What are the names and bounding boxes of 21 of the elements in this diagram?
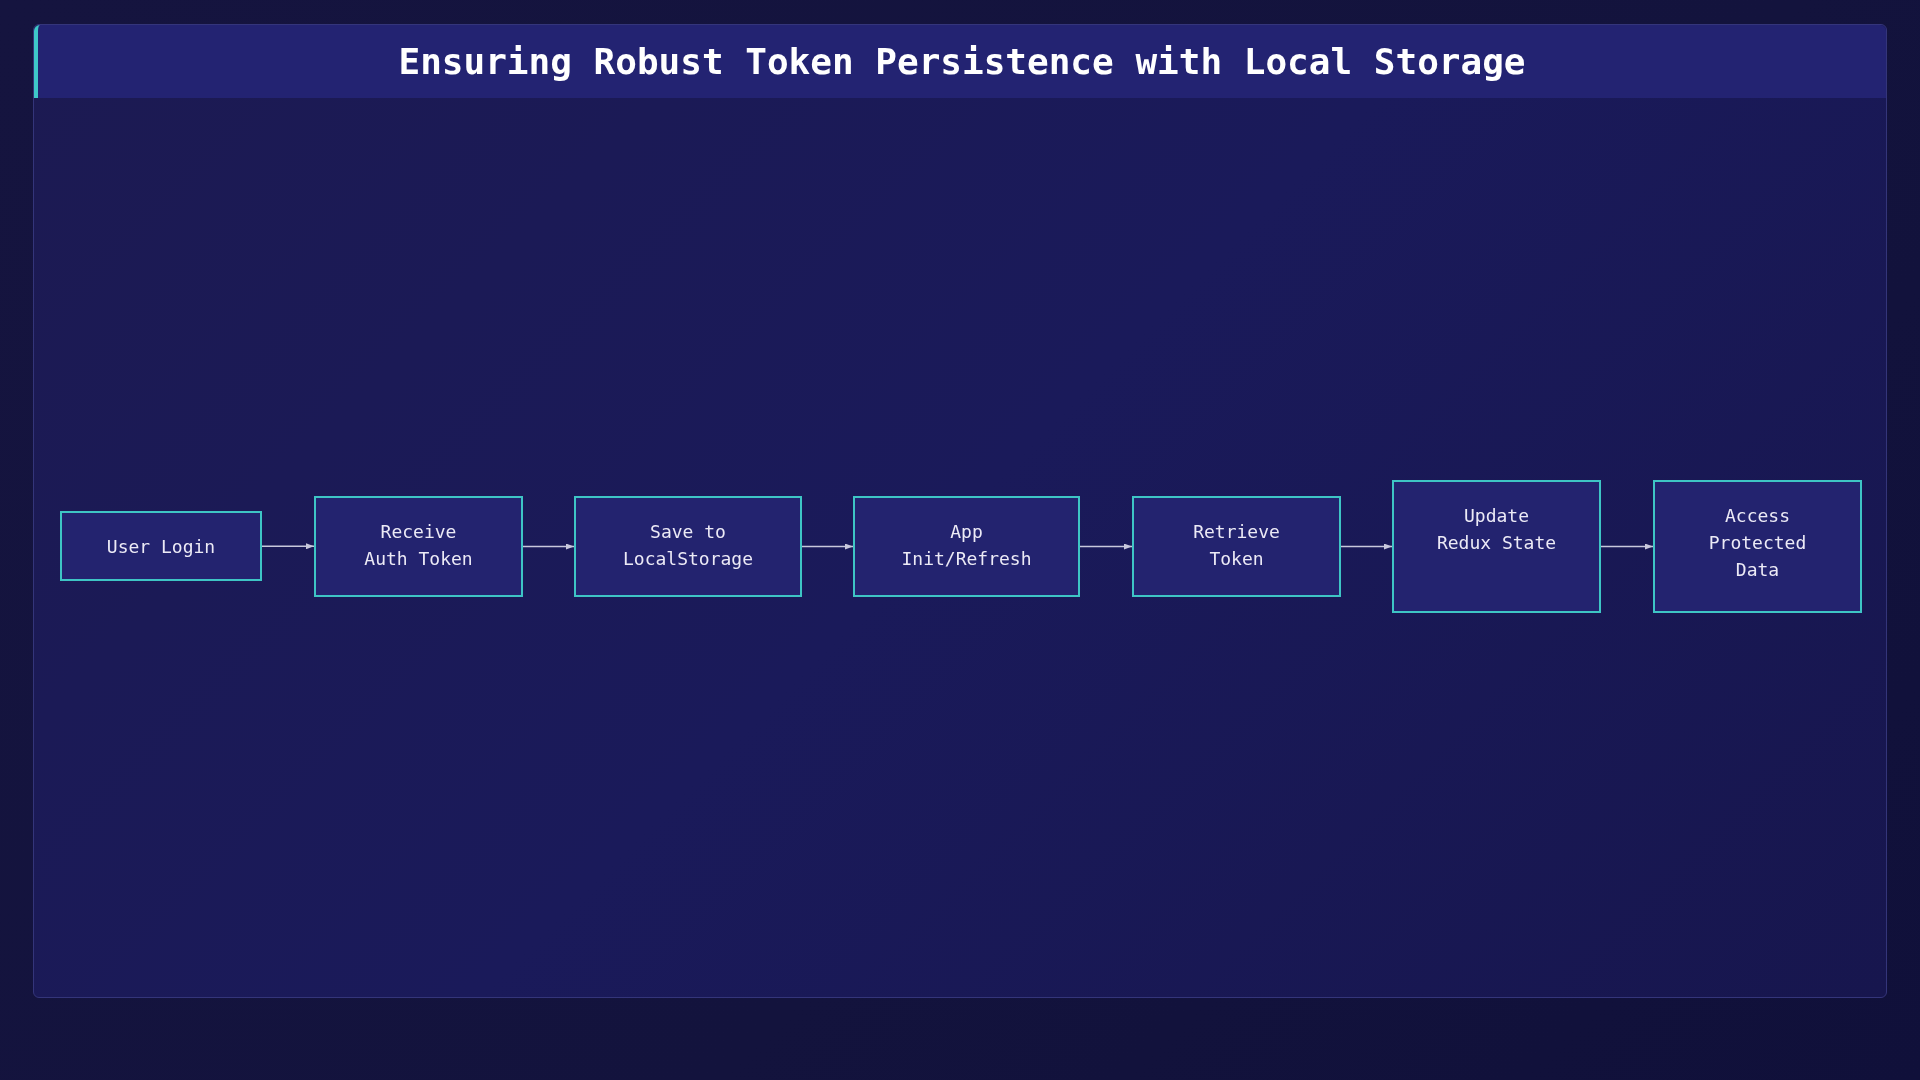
process-box <box>60 511 262 581</box>
arrow <box>801 543 854 550</box>
step-label: Save to LocalStorage <box>621 520 754 571</box>
arrow <box>1340 543 1393 550</box>
step-label: Access Protected Data <box>1707 504 1808 582</box>
process-box <box>574 496 802 597</box>
arrow <box>522 543 575 550</box>
process-box <box>1653 480 1862 613</box>
process-box <box>1132 496 1341 597</box>
step-label: Receive Auth Token <box>363 520 474 571</box>
arrow <box>1600 543 1654 550</box>
arrow <box>261 543 315 550</box>
process-box <box>853 496 1080 597</box>
step-label: User Login <box>105 535 217 559</box>
process-box <box>1392 480 1601 613</box>
arrow <box>1079 543 1133 550</box>
step-label: Update Redux State <box>1435 504 1558 555</box>
process-box <box>314 496 523 597</box>
step-label: Retrieve Token <box>1192 520 1281 571</box>
diagram-title: Ensuring Robust Token Persistence with Local Storage <box>398 41 1526 82</box>
step-label: App Init/Refresh <box>900 520 1033 571</box>
